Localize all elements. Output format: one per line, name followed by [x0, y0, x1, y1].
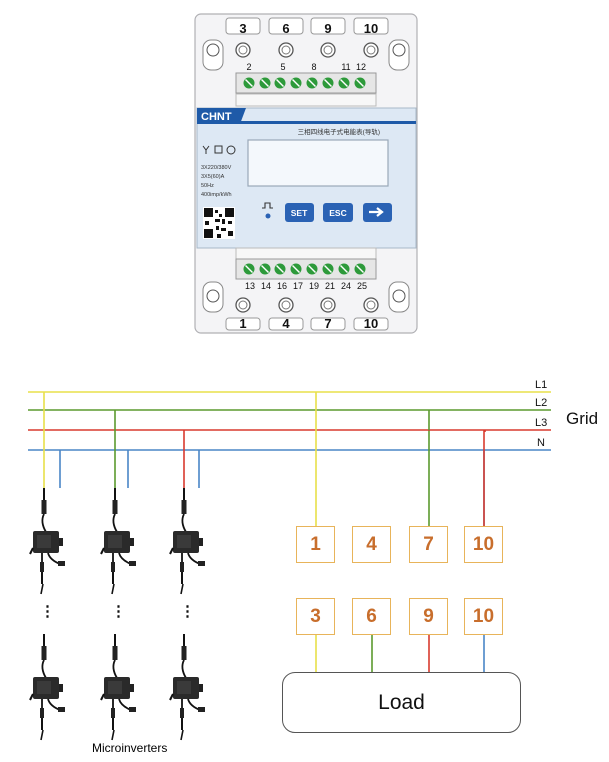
meter-small-number: 21: [325, 281, 335, 291]
meter-bottom-number: 1: [239, 316, 246, 331]
terminal-box-7: 7: [409, 526, 448, 563]
meter-bottom-number: 4: [282, 316, 290, 331]
line-label-n: N: [537, 437, 545, 449]
meter-small-number: 8: [311, 62, 316, 72]
meter-bottom-number: 10: [364, 316, 378, 331]
ellipsis: ⋮: [111, 603, 126, 620]
terminal-box-1: 1: [296, 526, 335, 563]
meter-spec: 3X220/380V: [201, 165, 232, 171]
terminal-box-10: 10: [464, 526, 503, 563]
energy-meter: 3 6 9 10 2 5 8 11 12 CHNT 三相四线电子式电能表(导轨)…: [194, 13, 418, 334]
ellipsis: ⋮: [180, 603, 195, 620]
meter-brand: CHNT: [201, 111, 232, 123]
meter-small-number: 17: [293, 281, 303, 291]
line-label-l1: L1: [535, 379, 547, 391]
terminal-box-3: 3: [296, 598, 335, 635]
meter-small-number: 11: [341, 62, 350, 72]
meter-top-number: 6: [282, 21, 289, 36]
load-box: Load: [282, 672, 521, 733]
meter-small-number: 5: [280, 62, 285, 72]
line-label-l2: L2: [535, 397, 547, 409]
ellipsis: ⋮: [40, 603, 55, 620]
meter-small-number: 24: [341, 281, 351, 291]
terminal-box-10-out: 10: [464, 598, 503, 635]
grid-label: Grid: [566, 409, 598, 428]
esc-button-label: ESC: [329, 208, 346, 218]
meter-top-number: 10: [364, 21, 378, 36]
meter-small-number: 25: [357, 281, 367, 291]
line-label-l3: L3: [535, 417, 547, 429]
meter-top-number: 3: [239, 21, 246, 36]
terminal-box-6: 6: [352, 598, 391, 635]
meter-small-number: 19: [309, 281, 319, 291]
meter-spec: 50Hz: [201, 183, 214, 189]
meter-spec: 400imp/kWh: [201, 192, 232, 198]
microinverters-label: Microinverters: [92, 741, 168, 755]
meter-spec: 3X5(60)A: [201, 174, 225, 180]
meter-small-number: 16: [277, 281, 287, 291]
meter-small-number: 12: [356, 62, 366, 72]
terminal-box-9: 9: [409, 598, 448, 635]
meter-bottom-number: 7: [324, 316, 331, 331]
meter-model-text: 三相四线电子式电能表(导轨): [298, 127, 380, 136]
meter-small-number: 2: [246, 62, 251, 72]
meter-small-number: 14: [261, 281, 271, 291]
set-button-label: SET: [291, 208, 308, 218]
terminal-box-4: 4: [352, 526, 391, 563]
meter-small-number: 13: [245, 281, 255, 291]
meter-top-number: 9: [324, 21, 331, 36]
